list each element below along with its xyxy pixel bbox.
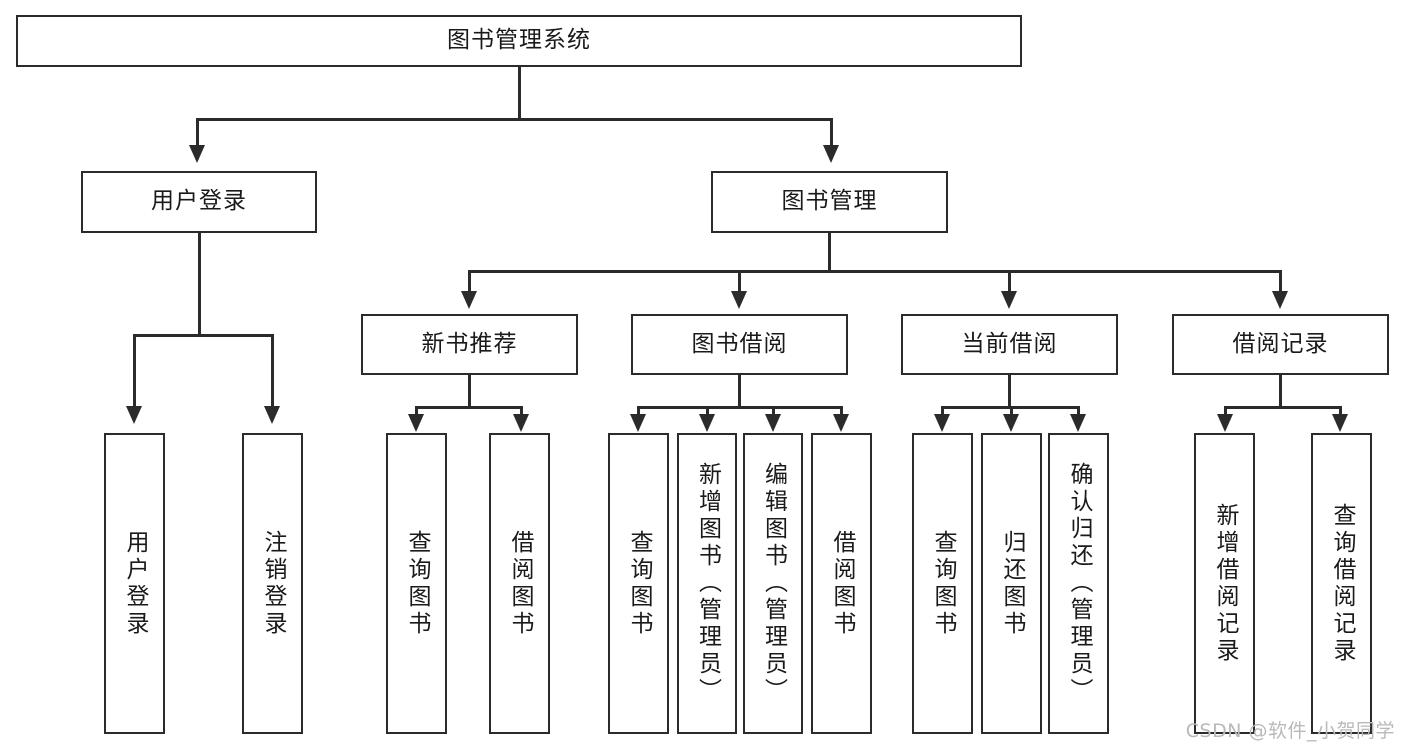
edge-book-borrow-leaf-2 bbox=[772, 406, 775, 420]
arrowhead-new-book-leaf-1 bbox=[513, 414, 529, 432]
edge-current-borrow-leaf-1 bbox=[1010, 406, 1013, 420]
node-book-management[interactable]: 图书管理 bbox=[711, 171, 948, 233]
node-label: 注销登录 bbox=[260, 529, 286, 638]
edge-book-manage-stem bbox=[828, 233, 831, 272]
edge-borrow-record-bus bbox=[1224, 406, 1342, 409]
edge-new-book-leaf-1 bbox=[520, 406, 523, 420]
arrowhead-current-borrow-leaf-0 bbox=[934, 414, 950, 432]
edge-to-current-borrow bbox=[1008, 270, 1011, 294]
edge-borrow-record-leaf-0 bbox=[1224, 406, 1227, 420]
leaf-current-borrow-return[interactable]: 归还图书 bbox=[981, 433, 1042, 734]
edge-user-login-leaf-1 bbox=[271, 334, 274, 410]
node-label: 查询图书 bbox=[626, 529, 652, 638]
node-label: 新增借阅记录 bbox=[1212, 502, 1238, 665]
node-label: 新书推荐 bbox=[421, 330, 518, 357]
arrowhead-current-borrow bbox=[1001, 291, 1017, 309]
arrowhead-book-manage bbox=[823, 145, 839, 163]
leaf-book-borrow-borrow[interactable]: 借阅图书 bbox=[811, 433, 872, 734]
arrowhead-user-login bbox=[189, 145, 205, 163]
node-label: 查询借阅记录 bbox=[1329, 502, 1355, 665]
leaf-borrow-record-query[interactable]: 查询借阅记录 bbox=[1311, 433, 1372, 734]
node-new-book-recommend[interactable]: 新书推荐 bbox=[361, 314, 578, 375]
edge-to-book-manage bbox=[830, 118, 833, 148]
node-label: 查询图书 bbox=[404, 529, 430, 638]
edge-book-borrow-leaf-3 bbox=[840, 406, 843, 420]
edge-level3-bus bbox=[468, 270, 1282, 273]
edge-borrow-record-leaf-1 bbox=[1339, 406, 1342, 420]
leaf-new-book-borrow[interactable]: 借阅图书 bbox=[489, 433, 550, 734]
leaf-new-book-query[interactable]: 查询图书 bbox=[386, 433, 447, 734]
node-label: 新增图书（管理员） bbox=[694, 462, 721, 705]
edge-new-book-stem bbox=[468, 375, 471, 408]
edge-new-book-bus bbox=[415, 406, 523, 409]
arrowhead-user-login-leaf-0 bbox=[126, 406, 142, 424]
arrowhead-new-book-leaf-0 bbox=[408, 414, 424, 432]
node-label: 借阅图书 bbox=[507, 529, 533, 638]
leaf-user-login-logout[interactable]: 注销登录 bbox=[242, 433, 303, 734]
node-current-borrow[interactable]: 当前借阅 bbox=[901, 314, 1118, 375]
leaf-current-borrow-confirm[interactable]: 确认归还（管理员） bbox=[1048, 433, 1109, 734]
edge-current-borrow-leaf-2 bbox=[1077, 406, 1080, 420]
edge-current-borrow-stem bbox=[1008, 375, 1011, 408]
node-book-borrow[interactable]: 图书借阅 bbox=[631, 314, 848, 375]
arrowhead-user-login-leaf-1 bbox=[264, 406, 280, 424]
leaf-book-borrow-add[interactable]: 新增图书（管理员） bbox=[677, 433, 737, 734]
node-borrow-record[interactable]: 借阅记录 bbox=[1172, 314, 1389, 375]
edge-book-borrow-bus bbox=[637, 406, 843, 409]
node-label: 借阅记录 bbox=[1232, 330, 1329, 357]
node-label: 当前借阅 bbox=[961, 330, 1058, 357]
arrowhead-borrow-record-leaf-0 bbox=[1217, 414, 1233, 432]
arrowhead-new-book bbox=[461, 291, 477, 309]
arrowhead-book-borrow-leaf-0 bbox=[630, 414, 646, 432]
leaf-borrow-record-add[interactable]: 新增借阅记录 bbox=[1194, 433, 1255, 734]
node-label: 图书管理 bbox=[781, 188, 878, 215]
arrowhead-book-borrow-leaf-3 bbox=[833, 414, 849, 432]
node-user-login[interactable]: 用户登录 bbox=[81, 171, 317, 233]
arrowhead-current-borrow-leaf-1 bbox=[1003, 414, 1019, 432]
arrowhead-borrow-record bbox=[1272, 291, 1288, 309]
arrowhead-book-borrow-leaf-1 bbox=[699, 414, 715, 432]
edge-to-borrow-record bbox=[1279, 270, 1282, 294]
node-label: 查询图书 bbox=[930, 529, 956, 638]
edge-new-book-leaf-0 bbox=[415, 406, 418, 420]
edge-book-borrow-stem bbox=[738, 375, 741, 408]
edge-root-stem bbox=[518, 67, 521, 120]
node-root-system[interactable]: 图书管理系统 bbox=[16, 15, 1022, 67]
node-label: 用户登录 bbox=[151, 188, 247, 215]
edge-to-new-book bbox=[468, 270, 471, 294]
arrowhead-borrow-record-leaf-1 bbox=[1332, 414, 1348, 432]
node-label: 确认归还（管理员） bbox=[1066, 462, 1092, 705]
edge-user-login-stem bbox=[198, 233, 201, 336]
edge-borrow-record-stem bbox=[1279, 375, 1282, 408]
leaf-book-borrow-edit[interactable]: 编辑图书（管理员） bbox=[743, 433, 803, 734]
node-label: 图书借阅 bbox=[691, 330, 788, 357]
edge-book-borrow-leaf-0 bbox=[637, 406, 640, 420]
arrowhead-book-borrow-leaf-2 bbox=[765, 414, 781, 432]
node-label: 归还图书 bbox=[999, 529, 1025, 638]
edge-to-book-borrow bbox=[738, 270, 741, 294]
leaf-book-borrow-query[interactable]: 查询图书 bbox=[608, 433, 669, 734]
csdn-watermark: CSDN @软件_小贺同学 bbox=[1185, 720, 1395, 742]
node-label: 用户登录 bbox=[122, 529, 148, 638]
edge-book-borrow-leaf-1 bbox=[706, 406, 709, 420]
node-label: 借阅图书 bbox=[829, 529, 855, 638]
edge-current-borrow-leaf-0 bbox=[941, 406, 944, 420]
leaf-user-login-login[interactable]: 用户登录 bbox=[104, 433, 165, 734]
edge-to-user-login bbox=[196, 118, 199, 148]
node-label: 图书管理系统 bbox=[447, 27, 591, 54]
node-label: 编辑图书（管理员） bbox=[760, 462, 787, 705]
edge-user-login-bus bbox=[133, 334, 274, 337]
edge-level2-bus bbox=[196, 118, 833, 121]
arrowhead-book-borrow bbox=[731, 291, 747, 309]
edge-user-login-leaf-0 bbox=[133, 334, 136, 410]
leaf-current-borrow-query[interactable]: 查询图书 bbox=[912, 433, 973, 734]
arrowhead-current-borrow-leaf-2 bbox=[1070, 414, 1086, 432]
